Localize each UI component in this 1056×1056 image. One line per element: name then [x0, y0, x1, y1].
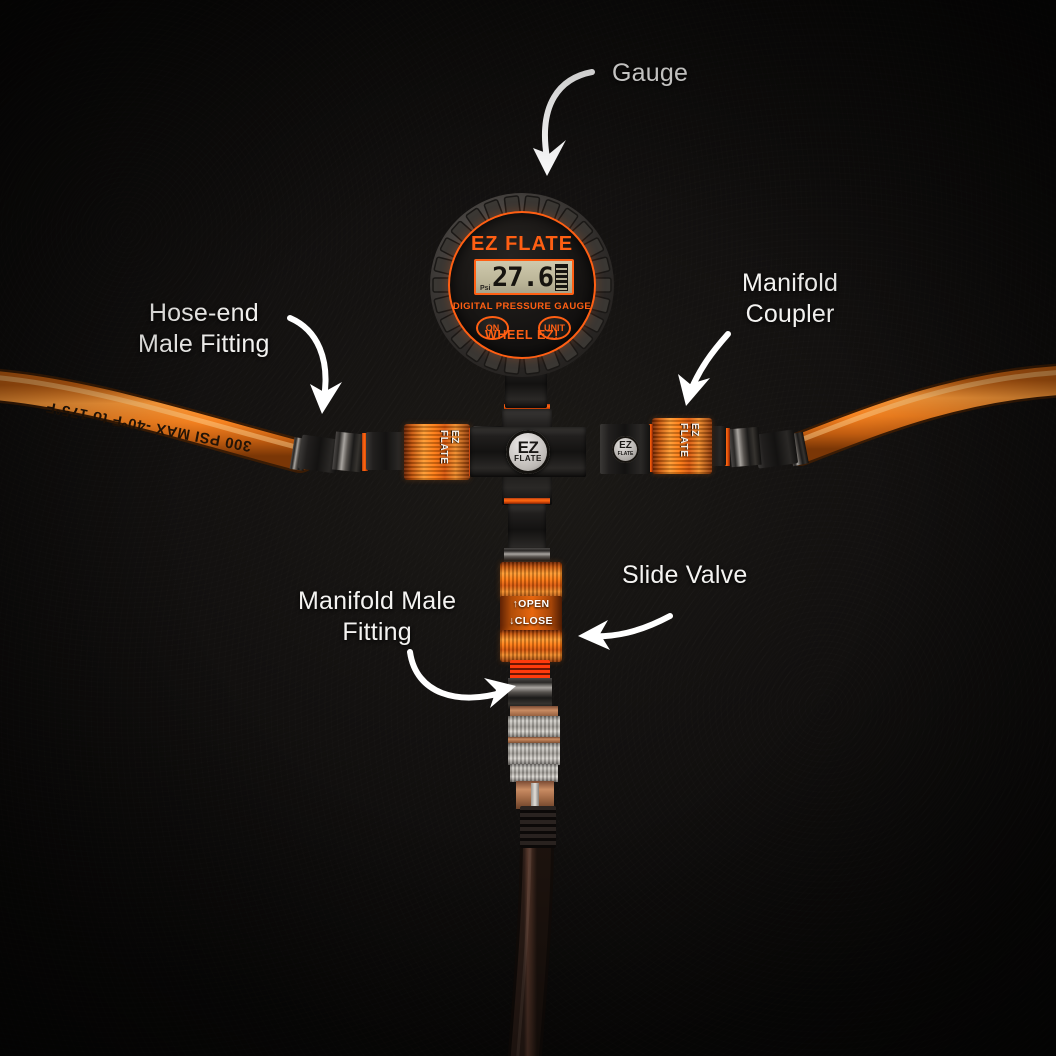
- slide-valve-open-label: ↑OPEN: [512, 598, 550, 610]
- right-port-badge-line1: EZ: [619, 440, 632, 452]
- manifold-coupler-left[interactable]: EZ FLATE: [404, 424, 470, 480]
- gauge-face: EZ FLATE 27.6 Psi DIGITAL PRESSURE GAUGE…: [448, 211, 596, 359]
- callout-gauge: Gauge: [612, 59, 689, 87]
- gauge-brand: EZ FLATE: [470, 233, 574, 255]
- gauge-lcd-display: 27.6 Psi: [474, 259, 574, 295]
- gauge-unit: Psi: [480, 285, 491, 292]
- left-swivel-body: [366, 432, 406, 470]
- coupler-knurl-2: [508, 743, 560, 765]
- right-port-badge-line2: FLATE: [617, 450, 634, 457]
- coupler-pin: [531, 783, 539, 807]
- hose-thread-spring: [520, 806, 556, 848]
- slide-valve-knurl-bottom[interactable]: [500, 630, 562, 662]
- coupler-knurl-1: [508, 716, 560, 738]
- gauge-subtitle: DIGITAL PRESSURE GAUGE: [452, 301, 592, 312]
- callout-manifold-male-fitting: Manifold Male Fitting: [298, 587, 457, 646]
- slide-valve-knurl-top[interactable]: [500, 562, 562, 600]
- manifold-badge-line2: FLATE: [514, 454, 542, 464]
- manifold-coupler-right[interactable]: EZ FLATE: [652, 418, 712, 474]
- callout-slide-valve: Slide Valve: [622, 561, 748, 589]
- manifold-male-fitting[interactable]: [510, 660, 550, 680]
- coupler-knurl-3: [510, 764, 558, 782]
- slide-valve-label-band[interactable]: ↑OPEN ↓CLOSE: [500, 596, 562, 634]
- digital-pressure-gauge[interactable]: EZ FLATE 27.6 Psi DIGITAL PRESSURE GAUGE…: [430, 193, 614, 377]
- hose-end-male-fitting[interactable]: [332, 431, 366, 473]
- gauge-footer: WHEEL EZ!: [485, 328, 559, 342]
- battery-icon: [555, 263, 568, 291]
- callout-hose-end-male-fitting: Hose-end Male Fitting: [138, 299, 270, 358]
- manifold-badge-line1: EZ: [517, 437, 539, 457]
- right-male-fitting[interactable]: [728, 426, 762, 468]
- coupler-right-text: EZ FLATE: [678, 423, 700, 458]
- right-port-badge: EZ FLATE: [612, 436, 639, 463]
- slide-valve-close-label: ↓CLOSE: [509, 615, 553, 627]
- manifold-center-badge: EZ FLATE: [506, 430, 550, 474]
- coupler-left-text: EZ FLATE: [438, 430, 460, 465]
- callout-manifold-coupler: Manifold Coupler: [742, 269, 839, 328]
